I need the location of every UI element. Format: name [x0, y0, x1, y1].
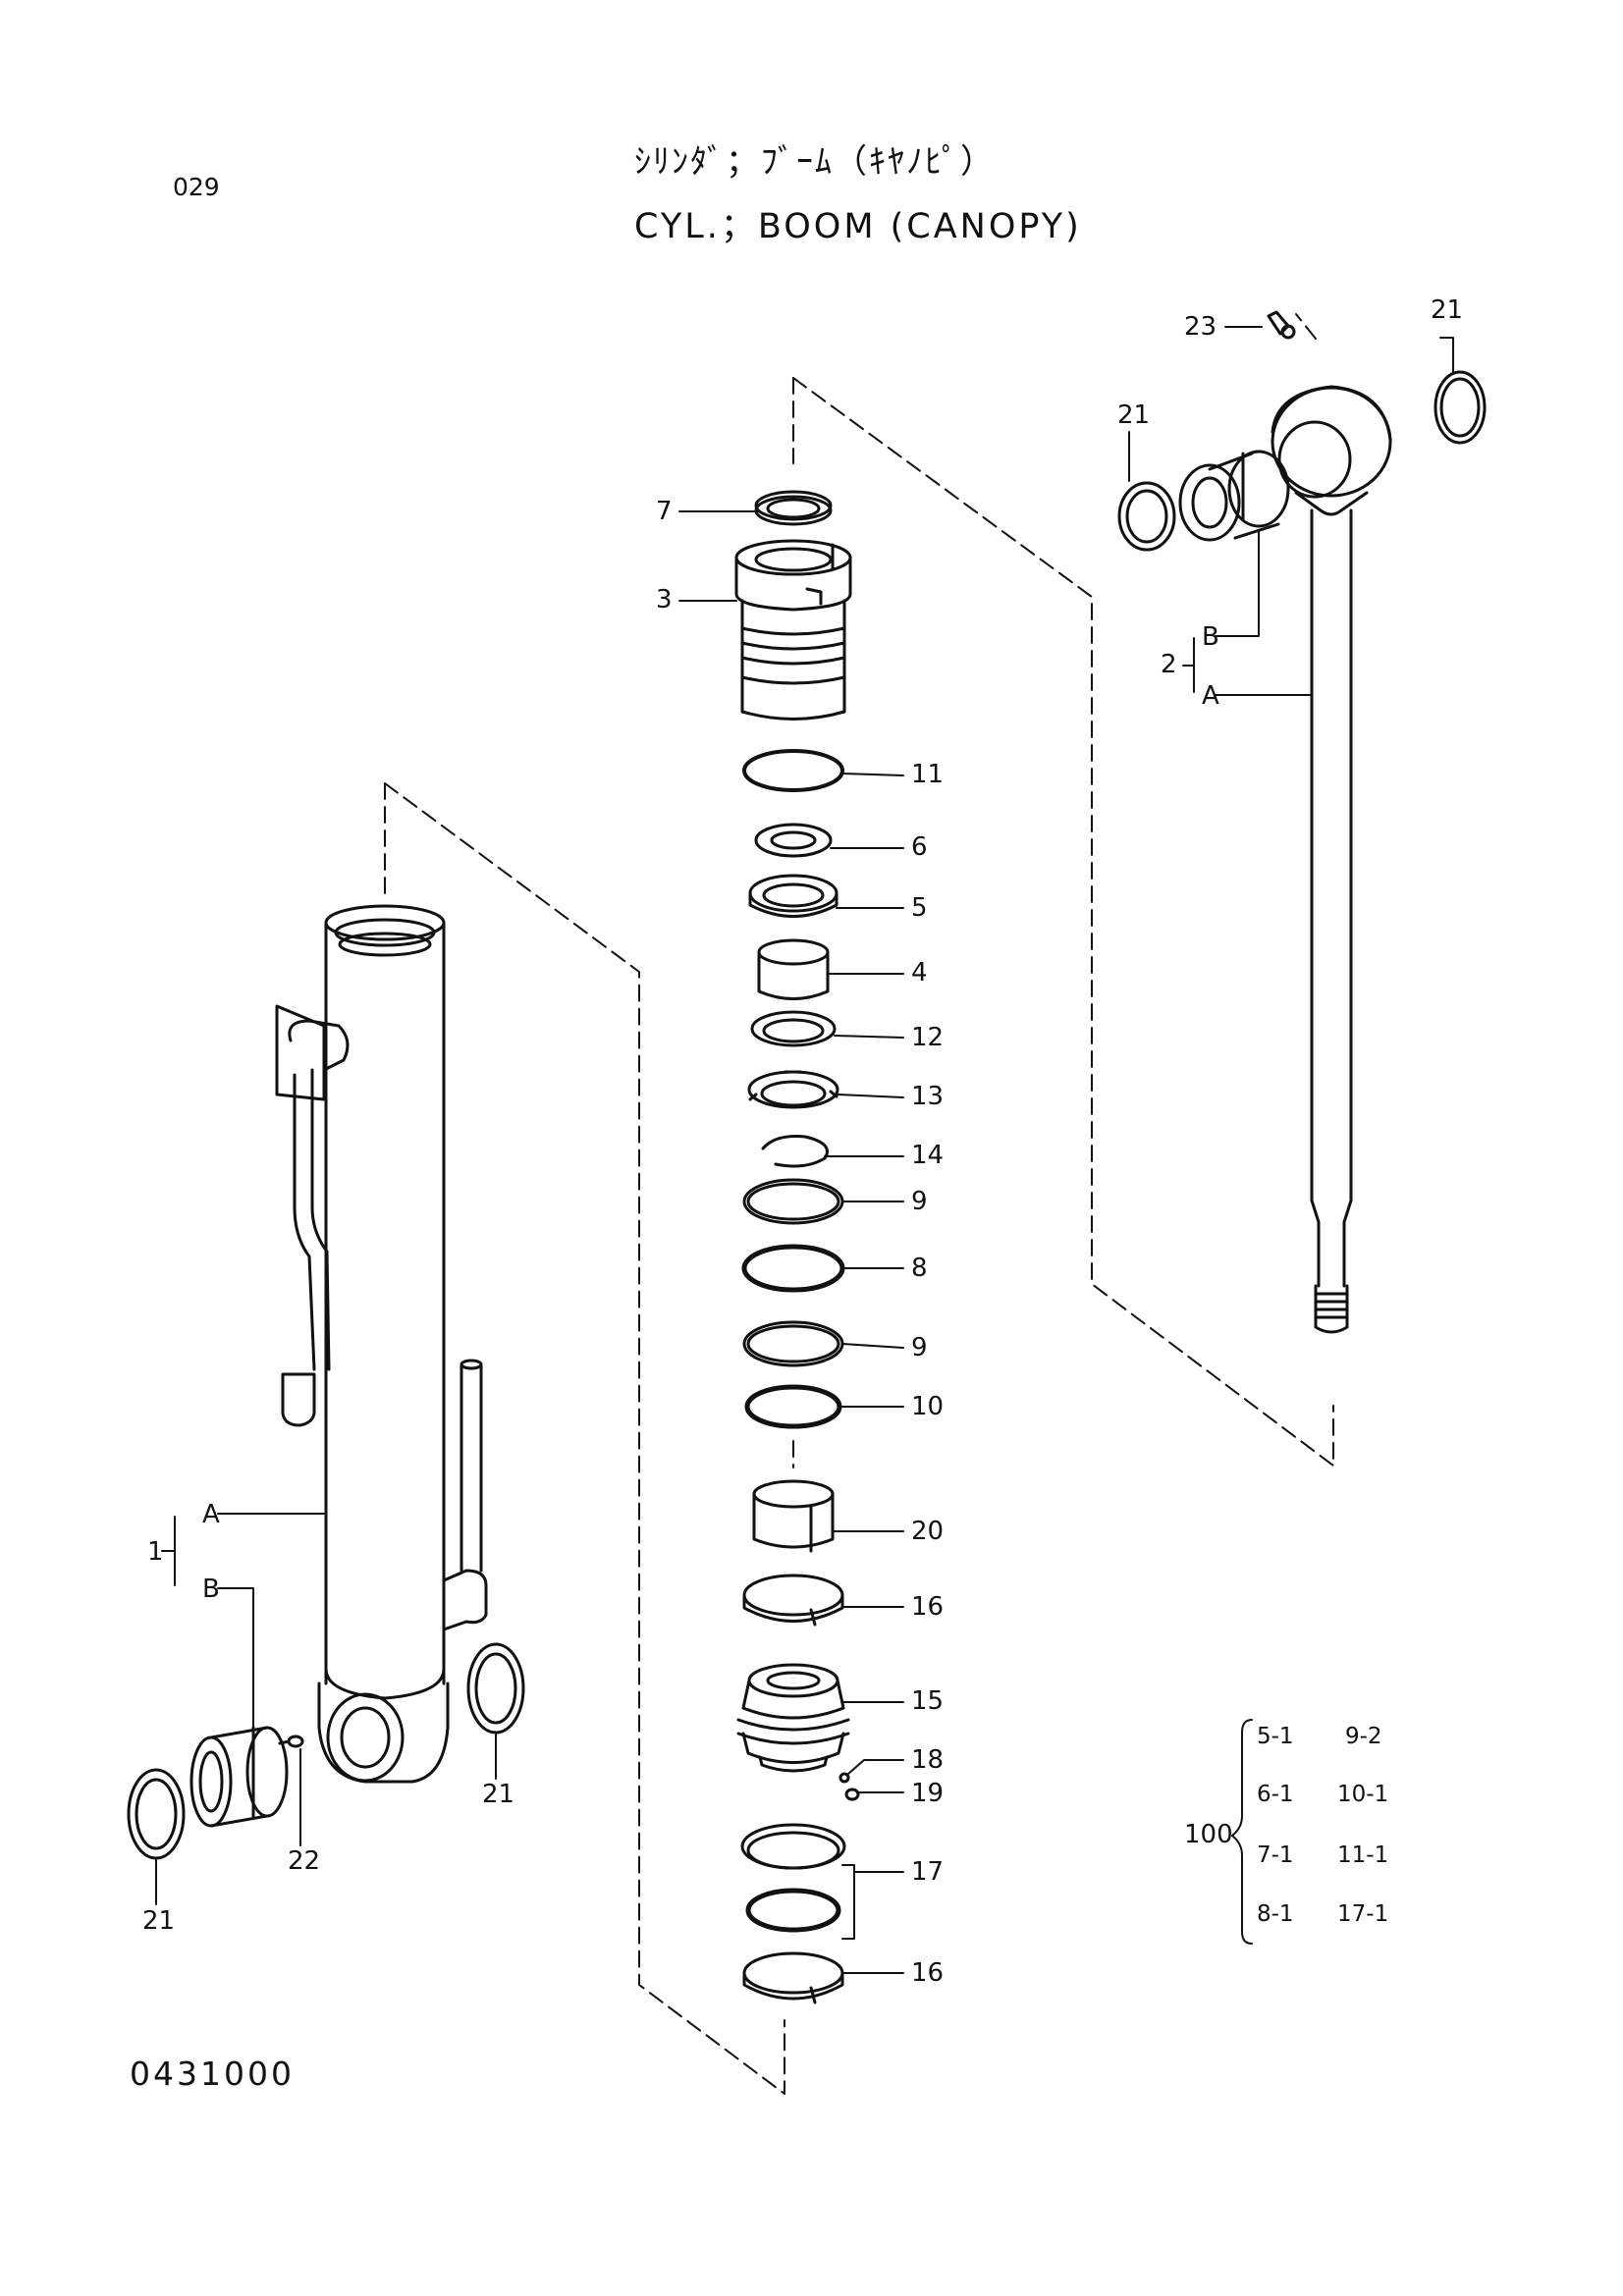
callout-21-left: 21 — [142, 1906, 176, 1936]
drawing-number: 0431000 — [130, 2055, 295, 2093]
grease-fitting-23 — [1267, 310, 1296, 340]
seal-kit-item: 17-1 — [1337, 1901, 1389, 1927]
guide-line-rod — [1295, 313, 1317, 340]
dust-seal-21-left — [127, 1768, 186, 1860]
part-7-dust-wiper — [754, 490, 833, 526]
seal-kit-brace — [1231, 1719, 1253, 1945]
guide-line-center-right — [792, 377, 1334, 1467]
part-15-piston — [736, 1663, 850, 1773]
part-9-backup-ring-upper — [742, 1178, 844, 1225]
dust-seal-21-right — [466, 1642, 525, 1735]
callout-2-a: A — [1202, 681, 1219, 711]
part-17-piston-seal-set — [740, 1823, 846, 1933]
callout-13: 13 — [911, 1082, 945, 1111]
callout-16-lower: 16 — [911, 1958, 945, 1988]
callout-1-a: A — [202, 1500, 220, 1529]
leader-lines — [155, 326, 1454, 1974]
seal-kit-item: 6-1 — [1257, 1782, 1294, 1807]
part-16-wear-ring-upper — [742, 1574, 844, 1627]
callout-15: 15 — [911, 1686, 945, 1716]
bushing-1b — [189, 1726, 289, 1828]
callout-9-upper: 9 — [911, 1187, 928, 1216]
callout-21-right: 21 — [482, 1780, 515, 1809]
guide-line-left-to-bottom — [384, 782, 785, 2095]
seal-kit-item: 8-1 — [1257, 1901, 1294, 1927]
callout-6: 6 — [911, 832, 928, 862]
cylinder-tube — [275, 904, 488, 1784]
callout-9-lower: 9 — [911, 1333, 928, 1362]
callout-7: 7 — [656, 497, 673, 526]
part-11-o-ring — [742, 749, 844, 792]
callout-14: 14 — [911, 1141, 945, 1170]
part-12-buffer-ring — [750, 1010, 837, 1047]
part-3-rod-head — [734, 539, 852, 721]
part-9-backup-ring-lower — [742, 1320, 844, 1367]
callout-2: 2 — [1161, 650, 1177, 679]
piston-rod — [1271, 385, 1392, 1334]
callout-1-b: B — [202, 1575, 220, 1604]
callout-1: 1 — [147, 1537, 164, 1567]
callout-2-b: B — [1202, 622, 1219, 652]
part-10-o-ring — [744, 1384, 842, 1429]
callout-8: 8 — [911, 1254, 928, 1283]
dust-seal-21-rod-left — [1117, 481, 1176, 552]
callout-19: 19 — [911, 1779, 945, 1808]
title-english: CYL.；BOOM (CANOPY) — [634, 207, 1082, 246]
part-19-set-screw — [844, 1788, 860, 1801]
callout-21-rod-right: 21 — [1431, 295, 1464, 325]
seal-kit-number: 100 — [1184, 1820, 1233, 1849]
grease-nipple-22 — [278, 1735, 304, 1748]
callout-21-rod-left: 21 — [1117, 400, 1151, 430]
seal-kit-item: 11-1 — [1337, 1842, 1389, 1868]
dust-seal-21-rod-right — [1434, 370, 1487, 445]
assembly-guide-lines — [384, 313, 1334, 2095]
part-6-backup-ring — [754, 823, 833, 858]
callout-16-upper: 16 — [911, 1592, 945, 1622]
callout-18: 18 — [911, 1745, 945, 1775]
part-5-seal — [748, 874, 839, 918]
callout-20: 20 — [911, 1517, 945, 1546]
callout-23: 23 — [1184, 312, 1217, 342]
seal-kit-item: 5-1 — [1257, 1724, 1294, 1749]
seal-kit-item: 10-1 — [1337, 1782, 1389, 1807]
callout-12: 12 — [911, 1023, 945, 1052]
callout-3: 3 — [656, 585, 673, 614]
callout-22: 22 — [288, 1846, 321, 1876]
title-japanese: ｼﾘﾝﾀﾞ；ﾌﾞｰﾑ（ｷﾔﾉﾋﾟ） — [634, 142, 996, 182]
seal-kit-item: 7-1 — [1257, 1842, 1294, 1868]
callout-10: 10 — [911, 1392, 945, 1421]
bushing-2b — [1178, 450, 1290, 542]
part-14-snap-ring — [761, 1135, 829, 1168]
callout-4: 4 — [911, 958, 928, 988]
seal-kit-item: 9-2 — [1345, 1724, 1382, 1749]
callout-5: 5 — [911, 893, 928, 923]
callout-11: 11 — [911, 760, 945, 789]
part-16-wear-ring-lower — [742, 1951, 844, 2004]
part-20-cushion-bearing — [752, 1479, 835, 1553]
page-number: 029 — [173, 173, 220, 201]
part-18-steel-ball — [839, 1772, 850, 1784]
part-13-u-ring — [747, 1070, 839, 1109]
part-8-o-ring — [741, 1244, 845, 1293]
part-4-bushing — [757, 938, 830, 1000]
callout-17: 17 — [911, 1857, 945, 1887]
